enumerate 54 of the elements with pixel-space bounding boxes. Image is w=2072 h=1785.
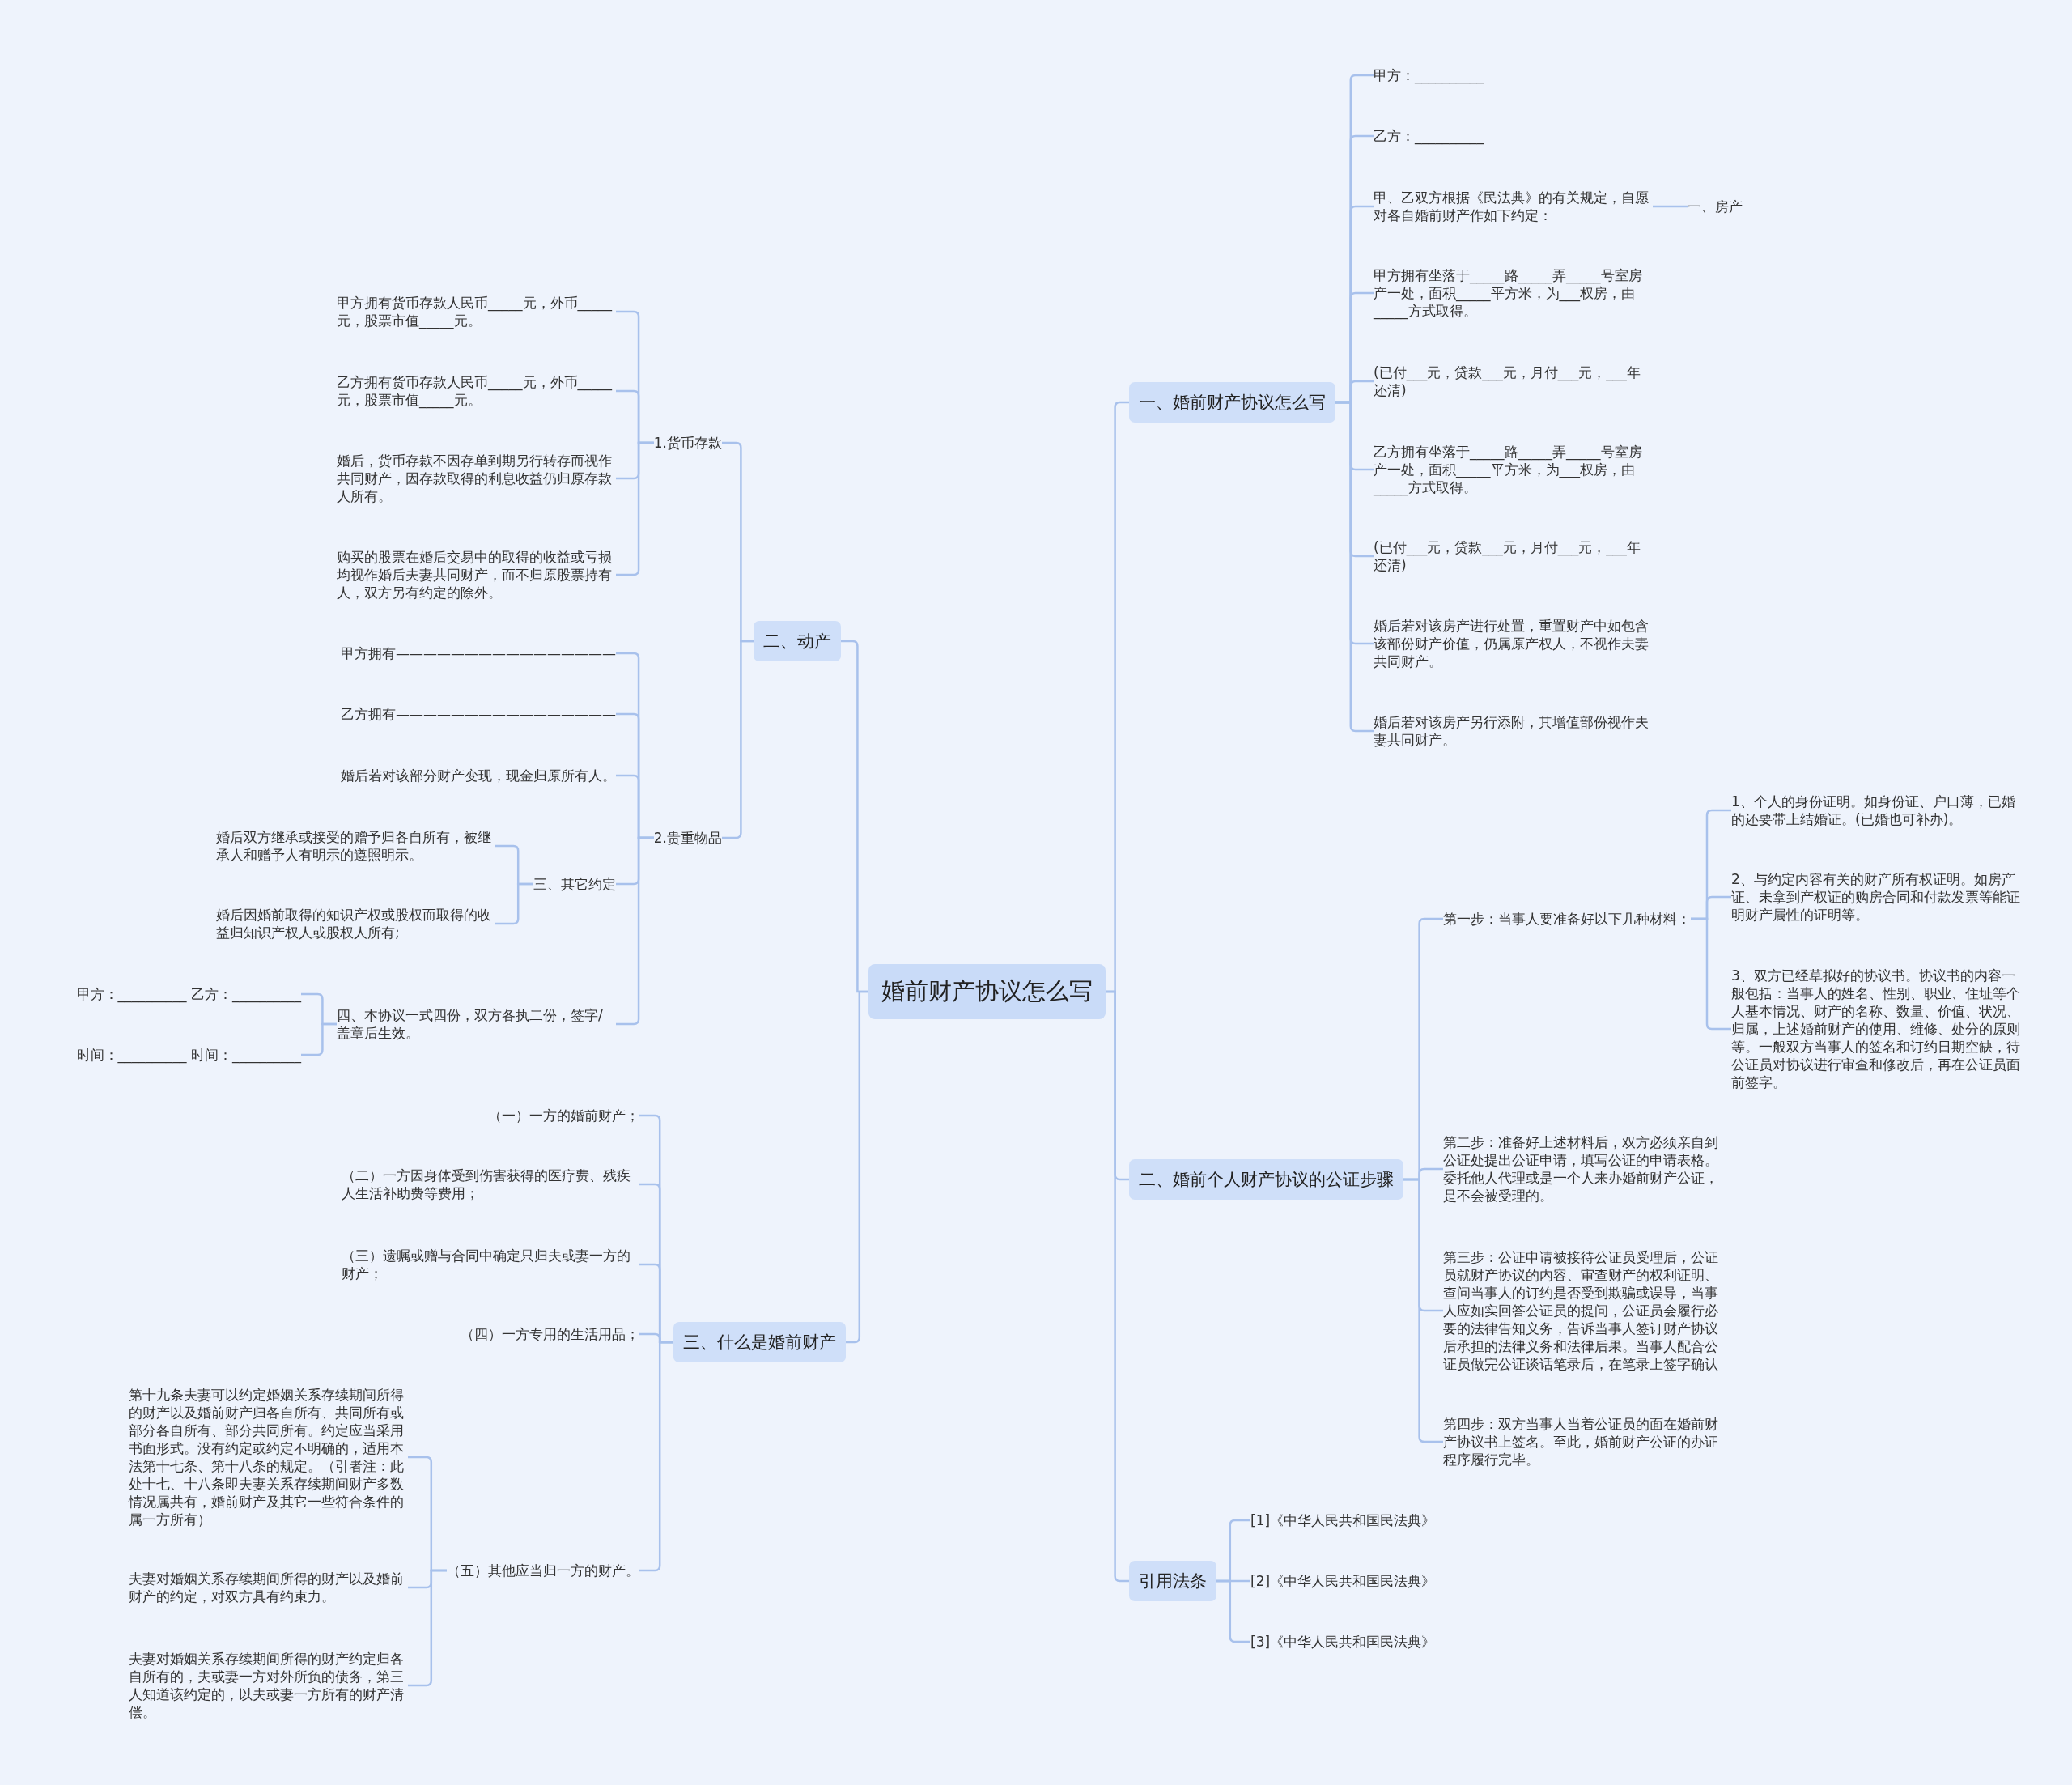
topic-text: (已付___元，贷款___元，月付___元，___年还清) — [1374, 537, 1653, 576]
connector-line — [846, 990, 868, 1344]
branch-topic: 三、什么是婚前财产 — [673, 1322, 846, 1362]
topic-text: 甲方拥有货币存款人民币_____元，外币_____元，股票市值_____元。 — [337, 292, 616, 331]
topic-text: 第十九条夫妻可以约定婚姻关系存续期间所得的财产以及婚前财产归各自所有、共同所有或部分各自所有、部分共同所有。约定应当采用书面形式。没有约定或约定不明确的，适用本法第十七条、第十八条的规定。（引者注：此处十七、十八条即夫妻关系存续期间财产多数情况属共有，婚前财产及其它一些符合条件的属一方所有） — [129, 1384, 408, 1530]
topic-text: 第一步：当事人要准备好以下几种材料： — [1443, 908, 1691, 929]
topic-text: 乙方拥有———————————————— — [341, 703, 616, 725]
topic-text: 1、个人的身份证明。如身份证、户口薄，已婚的还要带上结婚证。(已婚也可补办)。 — [1731, 791, 2023, 830]
topic-text: 婚后若对该房产另行添附，其增值部份视作夫妻共同财产。 — [1374, 712, 1653, 750]
connector-line — [301, 1022, 337, 1056]
topic-text: 婚后，货币存款不因存单到期另行转存而视作共同财产，因存款取得的利息收益仍归原存款人所有。 — [337, 450, 616, 507]
topic-text: 甲方：__________ — [1374, 65, 1484, 86]
topic-text: 时间：__________ 时间：__________ — [76, 1044, 301, 1065]
topic-text: 三、其它约定 — [533, 873, 616, 895]
topic-text: 1.货币存款 — [653, 432, 722, 453]
topic-text: 第四步：双方当事人当着公证员的面在婚前财产协议书上签名。至此，婚前财产公证的办证程序履行完毕。 — [1443, 1413, 1722, 1470]
topic-text: 3、双方已经草拟好的协议书。协议书的内容一般包括：当事人的姓名、性别、职业、住址等个人基本情况、财产的名称、数量、价值、状况、归属，上述婚前财产的使用、维修、处分的原则等。一般双方当事人的签名和订约日期空缺，待公证员对协议进行审查和修改后，再在公证员面前签字。 — [1731, 965, 2023, 1093]
branch-topic: 二、婚前个人财产协议的公证步骤 — [1129, 1159, 1403, 1200]
topic-text: 第二步：准备好上述材料后，双方必须亲自到公证处提出公证申请，填写公证的申请表格。委托他人代理或是一个人来办婚前财产公证，是不会被受理的。 — [1443, 1132, 1722, 1206]
topic-text: 一、房产 — [1688, 196, 1743, 217]
connector-line — [1106, 990, 1129, 1583]
central-topic: 婚前财产协议怎么写 — [868, 964, 1106, 1019]
topic-text: 乙方拥有坐落于_____路_____弄_____号室房产一处，面积_____平方米，为___权房，由_____方式取得。 — [1374, 441, 1653, 498]
topic-text: 甲方拥有坐落于_____路_____弄_____号室房产一处，面积_____平方米，为___权房，由_____方式取得。 — [1374, 265, 1653, 321]
topic-text: 婚后双方继承或接受的赠予归各自所有，被继承人和赠予人有明示的遵照明示。 — [216, 827, 495, 865]
topic-text: （一）一方的婚前财产； — [488, 1105, 639, 1126]
topic-text: [1]《中华人民共和国民法典》 — [1250, 1510, 1436, 1531]
topic-text: （三）遗嘱或赠与合同中确定只归夫或妻一方的财产； — [342, 1245, 639, 1284]
connector-line — [1335, 401, 1374, 733]
topic-text: 乙方：__________ — [1374, 125, 1484, 147]
topic-text: 购买的股票在婚后交易中的取得的收益或亏损均视作婚后夫妻共同财产，而不归原股票持有人，双方另有约定的除外。 — [337, 546, 616, 603]
topic-text: 第三步：公证申请被接待公证员受理后，公证员就财产协议的内容、审查财产的权利证明、查问当事人的订约是否受到欺骗或误导，当事人应如实回答公证员的提问，公证员会履行必要的法律告知义务，告诉当事人签订财产协议后承担的法律义务和法律后果。当事人配合公证员做完公证谈话笔录后，在笔录上签字确认 — [1443, 1247, 1722, 1375]
topic-text: 婚后若对该部分财产变现，现金归原所有人。 — [341, 765, 616, 786]
topic-text: 婚后因婚前取得的知识产权或股权而取得的收益归知识产权人或股权人所有; — [216, 904, 495, 943]
topic-text: 乙方拥有货币存款人民币_____元，外币_____元，股票市值_____元。 — [337, 372, 616, 410]
topic-text: （二）一方因身体受到伤害获得的医疗费、残疾人生活补助费等费用； — [342, 1165, 639, 1204]
connector-line — [1653, 205, 1688, 208]
topic-text: 2.贵重物品 — [653, 827, 722, 848]
topic-text: 2、与约定内容有关的财产所有权证明。如房产证、未拿到产权证的购房合同和付款发票等能证明财产属性的证明等。 — [1731, 869, 2023, 925]
topic-text: （四）一方专用的生活用品； — [461, 1324, 639, 1345]
topic-text: [3]《中华人民共和国民法典》 — [1250, 1631, 1436, 1652]
topic-text: 甲方：__________ 乙方：__________ — [76, 984, 301, 1005]
topic-text: 夫妻对婚姻关系存续期间所得的财产以及婚前财产的约定，对双方具有约束力。 — [129, 1568, 408, 1607]
branch-topic: 一、婚前财产协议怎么写 — [1129, 382, 1335, 423]
branch-topic: 引用法条 — [1129, 1561, 1216, 1601]
topic-text: [2]《中华人民共和国民法典》 — [1250, 1570, 1436, 1592]
topic-text: （五）其他应当归一方的财产。 — [447, 1560, 639, 1581]
topic-text: 婚后若对该房产进行处置，重置财产中如包含该部份财产价值，仍属原产权人，不视作夫妻共同财产。 — [1374, 615, 1653, 672]
topic-text: 甲、乙双方根据《民法典》的有关规定，自愿对各自婚前财产作如下约定： — [1374, 187, 1653, 226]
topic-text: 夫妻对婚姻关系存续期间所得的财产约定归各自所有的，夫或妻一方对外所负的债务，第三人知道该约定的，以夫或妻一方所有的财产清偿。 — [129, 1648, 408, 1723]
topic-text: (已付___元，贷款___元，月付___元，___年还清) — [1374, 362, 1653, 401]
topic-text: 甲方拥有———————————————— — [341, 643, 616, 664]
topic-text: 四、本协议一式四份，双方各执二份，签字/盖章后生效。 — [337, 1005, 616, 1043]
branch-topic: 二、动产 — [754, 621, 841, 661]
